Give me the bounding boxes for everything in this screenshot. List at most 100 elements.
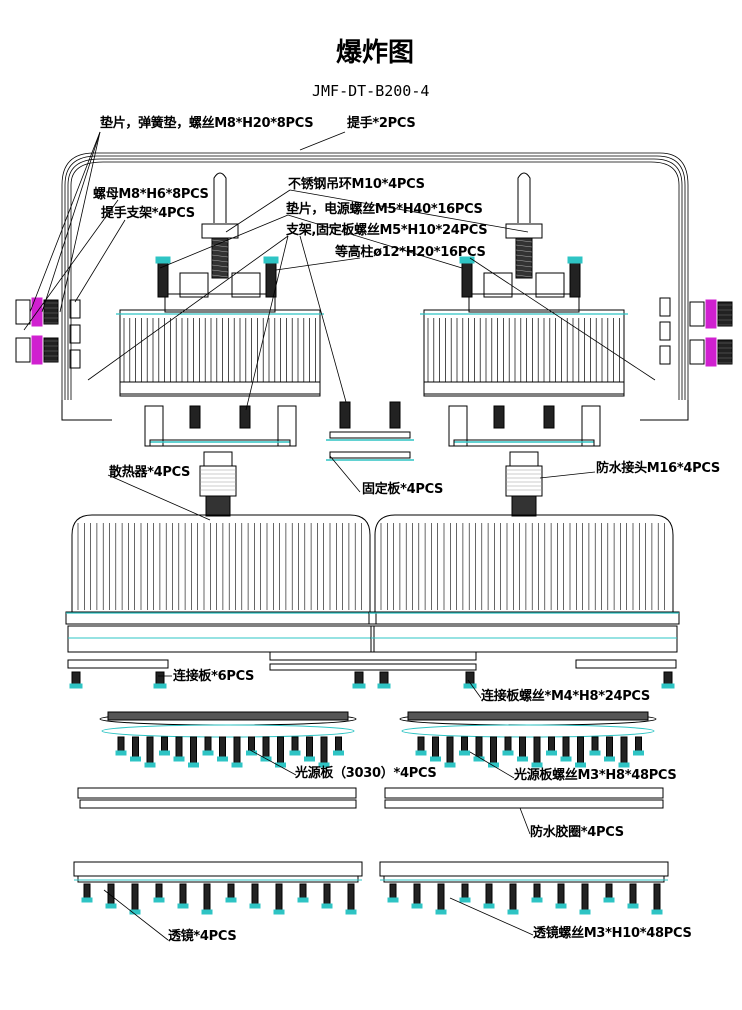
lens-screw-head — [555, 903, 567, 909]
bracket-screw — [493, 405, 505, 429]
lens-screw-head — [411, 903, 423, 909]
side-washer — [659, 345, 671, 365]
upper-unit-left — [116, 172, 324, 447]
side-washer — [69, 324, 81, 344]
light-board-screw — [519, 736, 526, 758]
label-connecting-plate: 连接板*6PCS — [173, 669, 255, 684]
lens-top — [379, 861, 669, 877]
leader-psu-screws — [159, 214, 289, 269]
label-light-board-screws: 光源板螺丝M3*H8*48PCS — [514, 768, 677, 783]
leader-fixing-plate — [329, 455, 361, 493]
waterproof-connector-left — [199, 451, 237, 517]
lens-screw — [131, 883, 139, 911]
lens-screw-head — [177, 903, 189, 909]
label-handle-bracket: 提手支架*4PCS — [101, 206, 195, 221]
lens-screw — [83, 883, 91, 899]
spring-washer — [31, 335, 43, 365]
light-board-screw — [461, 736, 468, 752]
light-board-screw-head — [633, 750, 644, 756]
light-board-screw — [533, 736, 541, 764]
psu-screw-head — [567, 256, 583, 264]
label-connecting-plate-screws: 连接板螺丝*M4*H8*24PCS — [481, 689, 650, 704]
light-board-screw-head — [130, 756, 141, 762]
connecting-plate-center-2 — [269, 663, 477, 671]
lens-screw-head — [249, 903, 261, 909]
light-board-screw-head — [304, 756, 315, 762]
heatsink-base — [368, 611, 680, 625]
psu-screw — [461, 262, 473, 298]
nut-dark — [717, 339, 733, 365]
light-board-screw — [335, 736, 342, 752]
thread-line — [515, 264, 533, 268]
lens-screw-head — [297, 897, 309, 903]
thread-line — [515, 249, 533, 253]
light-board-screw-head — [604, 756, 615, 762]
leader-standoff — [275, 257, 361, 271]
heatsink-outline — [71, 514, 371, 612]
lens-screw-head — [105, 903, 117, 909]
psu-base-ring — [423, 381, 625, 397]
eye-bolt-ring — [517, 172, 531, 223]
connecting-plates — [67, 651, 677, 689]
light-board-screw-head — [444, 762, 456, 768]
connector-cap — [203, 451, 233, 467]
bracket-plate-outline — [453, 439, 595, 447]
lens-screw — [629, 883, 637, 905]
lens-screw-head — [603, 897, 615, 903]
connecting-screw-head — [69, 683, 83, 689]
leader-light-board-screws — [469, 751, 515, 779]
lens-left — [73, 861, 363, 915]
light-board-screw — [175, 736, 183, 758]
lens-screw-head — [435, 909, 447, 915]
nut-stack-left — [15, 297, 59, 365]
eye-bolt-collar — [201, 223, 239, 239]
heatsink-base — [65, 611, 377, 625]
drawing-title: 爆炸图 — [336, 38, 415, 68]
heatsink-left — [65, 514, 377, 653]
label-standoff: 等高柱ø12*H20*16PCS — [335, 245, 486, 260]
light-board-screw-head — [202, 750, 214, 756]
thread-line — [515, 269, 533, 273]
leader-standoff — [469, 257, 656, 381]
connector-thread — [205, 495, 231, 517]
connecting-screw-head — [463, 683, 477, 689]
lens-screw — [203, 883, 211, 911]
leader-gasket — [519, 807, 531, 835]
light-board-screw-head — [459, 750, 470, 756]
thread-line — [211, 259, 229, 263]
lens-screw-head — [459, 897, 471, 903]
light-board-screw — [190, 736, 197, 764]
connector-cap — [509, 451, 539, 467]
lens-screw — [413, 883, 421, 905]
connecting-screw — [155, 671, 165, 685]
light-board-screw-head — [173, 756, 185, 762]
carry-handle-outline — [70, 161, 680, 400]
light-board-screw — [233, 736, 241, 764]
leader-nut — [23, 199, 119, 331]
leader-bracket-screws — [299, 235, 347, 403]
light-board-screw — [117, 736, 125, 752]
connecting-screw — [379, 671, 389, 685]
light-board-screw — [620, 736, 628, 764]
psu-base-ring — [119, 381, 321, 397]
spring-washer — [705, 299, 717, 329]
psu-top-plate — [164, 293, 276, 313]
psu-boss — [483, 272, 513, 298]
lens-screw — [275, 883, 283, 911]
lens-screw — [347, 883, 355, 911]
label-nut: 螺母M8*H6*8PCS — [93, 187, 209, 202]
eye-bolt-ring — [213, 172, 227, 223]
carry-handle — [61, 152, 689, 400]
leader-light-board — [249, 749, 297, 776]
lens-screw — [509, 883, 517, 911]
thread-line — [211, 254, 229, 258]
fixing-screw — [389, 401, 401, 429]
lens-screw — [437, 883, 445, 911]
light-board-screw-head — [159, 750, 170, 756]
thread-line — [515, 274, 533, 278]
lens-screw-head — [129, 909, 141, 915]
light-board-screw — [562, 736, 570, 758]
psu-heatsink-body — [119, 309, 321, 395]
psu-heatsink-body — [423, 309, 625, 395]
label-handle: 提手*2PCS — [347, 116, 416, 131]
